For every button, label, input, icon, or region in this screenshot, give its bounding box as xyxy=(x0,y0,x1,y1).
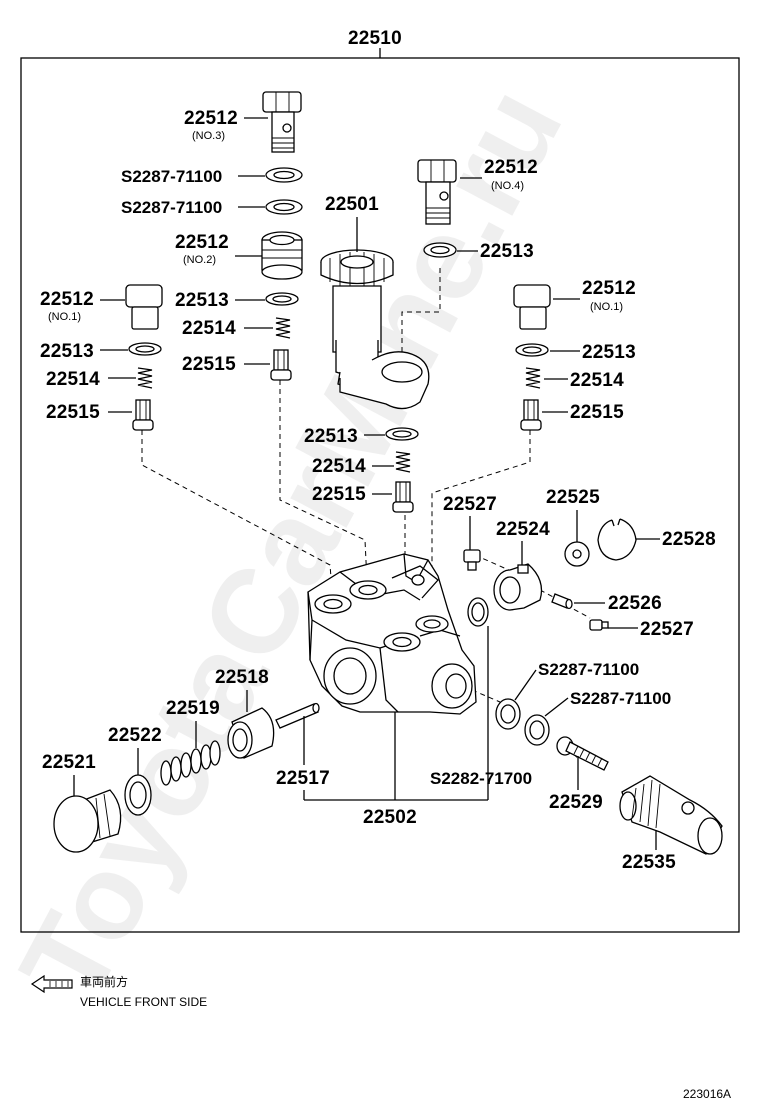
label-no1-left: (NO.1) xyxy=(48,311,81,323)
plug-22521[interactable] xyxy=(53,789,122,853)
spring-22514-r[interactable] xyxy=(525,367,541,389)
footnote-code: 223016A xyxy=(683,1087,731,1101)
label-no4: (NO.4) xyxy=(491,180,524,192)
label-22515-m[interactable]: 22515 xyxy=(312,484,366,505)
valve-22515-r[interactable] xyxy=(520,399,542,431)
gasket-lower-2[interactable] xyxy=(524,714,550,746)
label-22524[interactable]: 22524 xyxy=(496,519,550,540)
pin-22527-top[interactable] xyxy=(463,549,481,571)
label-22502[interactable]: 22502 xyxy=(363,807,417,828)
label-22510[interactable]: 22510 xyxy=(348,28,402,49)
label-s2287-3[interactable]: S2287-71100 xyxy=(538,660,639,679)
label-22514-l[interactable]: 22514 xyxy=(46,369,100,390)
label-22513-c[interactable]: 22513 xyxy=(175,290,229,311)
housing-22502[interactable] xyxy=(307,553,477,715)
label-22515-r[interactable]: 22515 xyxy=(570,402,624,423)
label-22528[interactable]: 22528 xyxy=(662,529,716,550)
label-22514-c[interactable]: 22514 xyxy=(182,318,236,339)
banjo-bolt-no3[interactable] xyxy=(262,91,302,153)
label-22515-c[interactable]: 22515 xyxy=(182,354,236,375)
label-s2282[interactable]: S2282-71700 xyxy=(430,769,532,788)
valve-22515-l[interactable] xyxy=(132,399,154,431)
label-22512-r[interactable]: 22512 xyxy=(582,278,636,299)
washer-22513-no4[interactable] xyxy=(423,242,457,258)
gasket-lower-1[interactable] xyxy=(495,698,521,730)
valve-22515-c[interactable] xyxy=(270,349,292,381)
label-22512-no4[interactable]: 22512 xyxy=(484,157,538,178)
washer-22513-c[interactable] xyxy=(265,292,299,306)
washer-22513-r[interactable] xyxy=(515,343,549,357)
spring-22514-c[interactable] xyxy=(275,317,291,339)
label-s2287-1[interactable]: S2287-71100 xyxy=(121,167,222,186)
label-22525[interactable]: 22525 xyxy=(546,487,600,508)
direction-caption-jp: 車両前方 xyxy=(80,974,128,989)
vehicle-front-arrow-icon xyxy=(30,974,73,994)
washer-22513-m[interactable] xyxy=(385,427,419,441)
label-no2: (NO.2) xyxy=(183,254,216,266)
label-s2287-4[interactable]: S2287-71100 xyxy=(570,689,671,708)
label-22501[interactable]: 22501 xyxy=(325,194,379,215)
gasket-22522[interactable] xyxy=(124,774,152,816)
label-22513-l[interactable]: 22513 xyxy=(40,341,94,362)
washer-22513-l[interactable] xyxy=(128,342,162,356)
label-s2287-2[interactable]: S2287-71100 xyxy=(121,198,222,217)
label-22518[interactable]: 22518 xyxy=(215,667,269,688)
label-22514-r[interactable]: 22514 xyxy=(570,370,624,391)
valve-22535[interactable] xyxy=(619,775,723,855)
label-22526[interactable]: 22526 xyxy=(608,593,662,614)
label-22527-top[interactable]: 22527 xyxy=(443,494,497,515)
banjo-bolt-no4[interactable] xyxy=(417,159,457,225)
spring-22519[interactable] xyxy=(160,740,221,786)
label-22521[interactable]: 22521 xyxy=(42,752,96,773)
seal-s2282[interactable] xyxy=(467,597,489,627)
spring-22514-m[interactable] xyxy=(395,451,411,473)
ring-22525[interactable] xyxy=(564,541,590,567)
label-22529[interactable]: 22529 xyxy=(549,792,603,813)
label-no1-right: (NO.1) xyxy=(590,301,623,313)
label-22513-no4[interactable]: 22513 xyxy=(480,241,534,262)
label-22535[interactable]: 22535 xyxy=(622,852,676,873)
screw-22529[interactable] xyxy=(556,736,609,771)
banjo-bolt-no1-left[interactable] xyxy=(125,284,163,330)
label-22514-m[interactable]: 22514 xyxy=(312,456,366,477)
label-22522[interactable]: 22522 xyxy=(108,725,162,746)
label-22519[interactable]: 22519 xyxy=(166,698,220,719)
direction-caption-en: VEHICLE FRONT SIDE xyxy=(80,995,207,1009)
gasket-top-1[interactable] xyxy=(265,167,303,183)
piston-22518[interactable] xyxy=(227,707,275,759)
label-22513-m[interactable]: 22513 xyxy=(304,426,358,447)
label-22512-l[interactable]: 22512 xyxy=(40,289,94,310)
sleeve-22524[interactable] xyxy=(493,563,543,611)
label-22512-no3[interactable]: 22512 xyxy=(184,108,238,129)
label-22512-no2[interactable]: 22512 xyxy=(175,232,229,253)
gasket-top-2[interactable] xyxy=(265,199,303,215)
bracket-22502 xyxy=(303,626,489,801)
label-22513-r[interactable]: 22513 xyxy=(582,342,636,363)
label-22517[interactable]: 22517 xyxy=(276,768,330,789)
label-22527-bottom[interactable]: 22527 xyxy=(640,619,694,640)
spring-22514-l[interactable] xyxy=(137,367,153,389)
rod-22517[interactable] xyxy=(275,702,320,729)
union-no2[interactable] xyxy=(261,231,303,280)
label-22515-l[interactable]: 22515 xyxy=(46,402,100,423)
pin-22526[interactable] xyxy=(551,593,573,610)
banjo-bolt-no1-right[interactable] xyxy=(513,284,551,330)
pin-22527-bottom[interactable] xyxy=(589,619,609,631)
valve-22515-m[interactable] xyxy=(392,481,414,513)
circlip-22528[interactable] xyxy=(597,518,637,561)
label-no3: (NO.3) xyxy=(192,130,225,142)
